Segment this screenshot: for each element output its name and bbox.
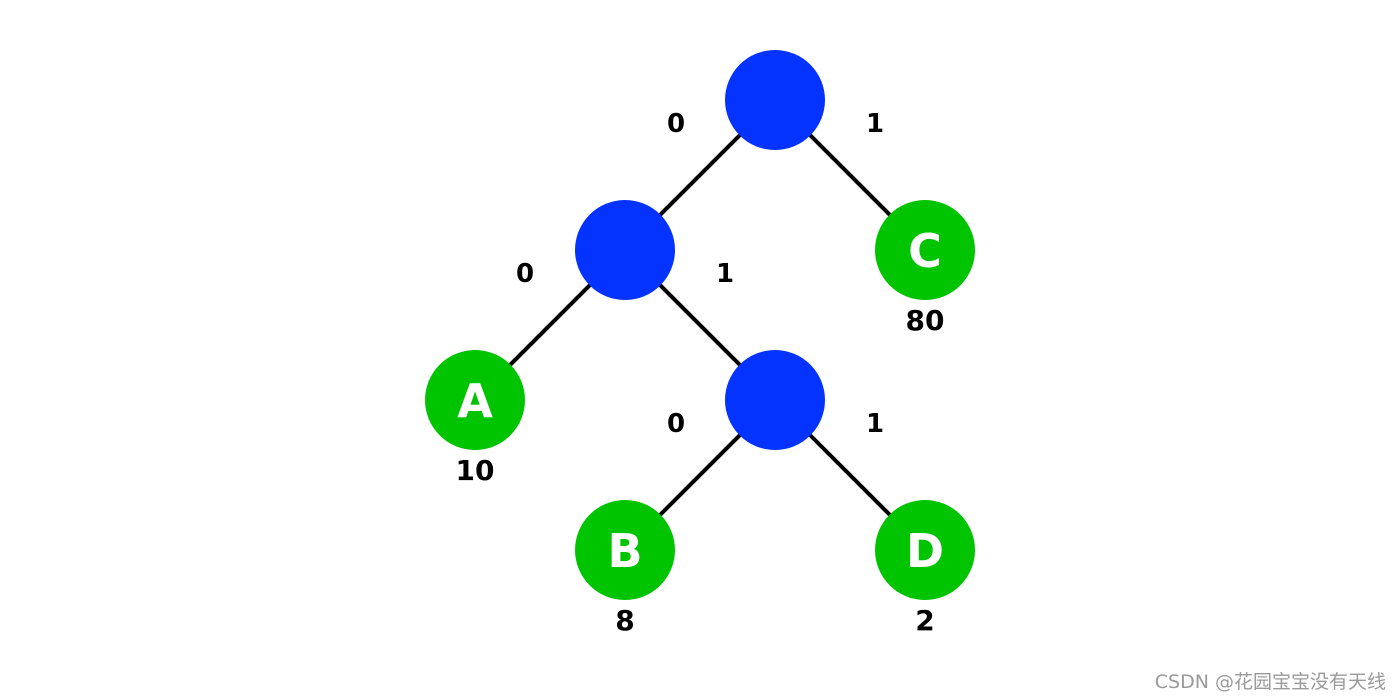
internal-node-1: [575, 200, 675, 300]
leaf-node-c: [875, 200, 975, 300]
leaf-letter-c: C: [908, 224, 942, 278]
leaf-weight-a: 10: [456, 454, 495, 487]
internal-node-root: [725, 50, 825, 150]
edge-label-n1-left: 0: [516, 259, 534, 289]
watermark-text: CSDN @花园宝宝没有天线: [1154, 671, 1386, 693]
edge-label-root-left: 0: [667, 109, 685, 139]
leaf-weight-c: 80: [906, 304, 945, 337]
leaf-node-a: [425, 350, 525, 450]
leaf-weight-b: 8: [615, 604, 634, 637]
leaf-node-b: [575, 500, 675, 600]
leaf-letter-b: B: [607, 524, 642, 578]
leaf-weight-d: 2: [915, 604, 934, 637]
leaf-node-d: [875, 500, 975, 600]
internal-node-2: [725, 350, 825, 450]
leaf-letter-a: A: [457, 374, 493, 428]
leaf-letter-d: D: [906, 524, 944, 578]
edge-label-n1-right: 1: [716, 259, 734, 289]
edge-label-n2-right: 1: [866, 409, 884, 439]
edge-label-n2-left: 0: [667, 409, 685, 439]
edge-label-root-right: 1: [866, 109, 884, 139]
